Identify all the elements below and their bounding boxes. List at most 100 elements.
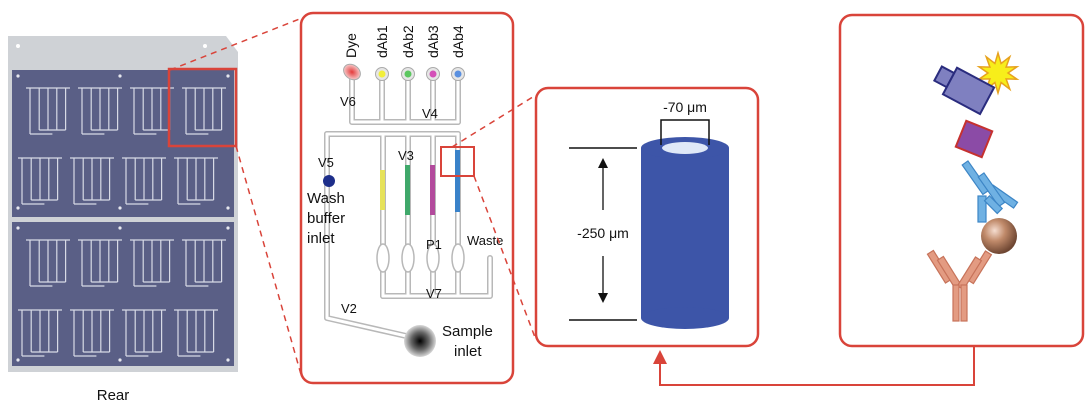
height-arrowhead-down <box>598 293 608 303</box>
inlet-fill-dab2 <box>404 70 412 78</box>
microfluidic-chip: Rear <box>8 36 238 404</box>
channel-highlight-box <box>440 146 475 177</box>
chip-channel-unit <box>70 157 114 205</box>
inlet-fill-dab1 <box>378 70 386 78</box>
chip-mount-hole <box>16 44 20 48</box>
antibody-stem <box>977 195 987 223</box>
immunoassay-panel <box>838 13 1085 348</box>
chip-alignment-dot <box>16 226 20 230</box>
sample-inlet-label-line2: inlet <box>454 343 482 360</box>
chip-alignment-dot <box>16 74 20 78</box>
antibody-stem <box>952 284 960 322</box>
chip-channel-unit <box>122 309 166 357</box>
inlet-label-dab4: dAb4 <box>450 25 466 58</box>
valve-label-v7: V7 <box>426 286 442 301</box>
cylinder-lumen <box>662 142 708 154</box>
chip-channel-unit <box>182 87 226 135</box>
zoom-connector-line <box>473 175 537 341</box>
inlet-fill-dab3 <box>429 70 437 78</box>
wash-inlet-label-line2: buffer <box>307 210 345 227</box>
chip-alignment-dot <box>16 358 20 362</box>
inlet-label-dab3: dAb3 <box>425 25 441 58</box>
stain-segment-green <box>405 165 410 215</box>
fluorophore-star-icon <box>976 50 1020 96</box>
zoom-connector-line <box>451 94 537 148</box>
diameter-bracket <box>660 119 710 145</box>
wash-inlet-label-line3: inlet <box>307 230 335 247</box>
pump-chamber <box>451 243 465 273</box>
valve-label-v3: V3 <box>398 148 414 163</box>
valve-label-v6: V6 <box>340 94 356 109</box>
capture-antibody <box>926 249 993 322</box>
valve-label-v4: V4 <box>422 106 438 121</box>
chip-channel-unit <box>182 239 226 287</box>
inlet-port-dye <box>343 63 361 81</box>
chip-channel-unit <box>130 239 174 287</box>
stained-segments <box>380 150 460 215</box>
chip-alignment-dot <box>118 206 122 210</box>
chip-mount-hole <box>203 44 207 48</box>
chip-channel-unit <box>18 309 62 357</box>
antibody-arm <box>977 172 1006 208</box>
tag-body <box>941 66 996 116</box>
waste-label: Waste <box>467 233 503 248</box>
pump-chambers <box>376 243 465 273</box>
inlet-label-dye: Dye <box>343 33 359 58</box>
chip-channel-unit <box>26 239 70 287</box>
inlet-label-dab1: dAb1 <box>374 25 390 58</box>
valve-label-p1: P1 <box>426 237 442 252</box>
chip-alignment-dot <box>118 74 122 78</box>
wash-buffer-inlet-port <box>323 175 335 187</box>
detection-label-tag <box>932 65 996 116</box>
channel-lumen <box>381 256 492 298</box>
chip-channel-unit <box>122 157 166 205</box>
pump-chamber <box>376 243 390 273</box>
linker-square <box>954 119 994 159</box>
sample-inlet-port <box>404 325 436 357</box>
valve-label-v2: V2 <box>341 301 357 316</box>
chip-channel-network <box>16 74 230 362</box>
return-arrowhead <box>653 350 667 364</box>
chip-highlight-box <box>167 67 238 148</box>
chip-channel-unit <box>174 309 218 357</box>
chip-zoom-connectors <box>169 17 303 379</box>
height-label: -250 μm <box>577 225 629 241</box>
stain-segment-magenta <box>430 165 435 215</box>
stain-segment-yellow <box>380 170 385 210</box>
diameter-label: -70 μm <box>663 99 707 115</box>
cylinder-bottom <box>641 307 729 329</box>
chip-alignment-dot <box>118 358 122 362</box>
chip-alignment-dot <box>118 226 122 230</box>
cylinder-body <box>641 148 729 318</box>
pump-chamber <box>426 243 440 273</box>
inlet-fill-dab4 <box>454 70 462 78</box>
assay-panel-frame <box>838 13 1085 348</box>
chip-channel-unit <box>78 87 122 135</box>
pump-chamber <box>401 243 415 273</box>
chip-channel-unit <box>18 157 62 205</box>
reagent-inlets <box>343 63 465 81</box>
height-arrowhead-up <box>598 158 608 168</box>
valve-label-v5: V5 <box>318 155 334 170</box>
channel-zoom-panel: -70 μm -250 μm <box>534 86 760 348</box>
channel-lumen <box>325 132 417 340</box>
antibody-stem <box>983 194 1004 215</box>
chip-array-bottom <box>12 222 234 366</box>
chip-alignment-dot <box>226 226 230 230</box>
flow-channels-inner <box>325 70 492 340</box>
detection-antibody <box>961 160 1019 223</box>
channel-lumen <box>350 70 460 124</box>
chip-alignment-dot <box>16 206 20 210</box>
stain-segment-blue <box>455 150 460 212</box>
zoom-connector-line <box>169 17 303 71</box>
chip-alignment-dot <box>226 358 230 362</box>
device-schematic-panel: Dye dAb1 dAb2 dAb3 dAb4 V6 V4 V3 V5 P1 V… <box>299 11 515 385</box>
chip-channel-unit <box>70 309 114 357</box>
return-arrow-line <box>659 346 975 386</box>
antibody-arm <box>961 160 990 196</box>
chip-array-top <box>12 70 234 217</box>
inlet-label-dab2: dAb2 <box>400 25 416 58</box>
chip-channel-unit <box>26 87 70 135</box>
zoom-connector-line <box>235 145 303 379</box>
return-arrow <box>653 346 975 386</box>
